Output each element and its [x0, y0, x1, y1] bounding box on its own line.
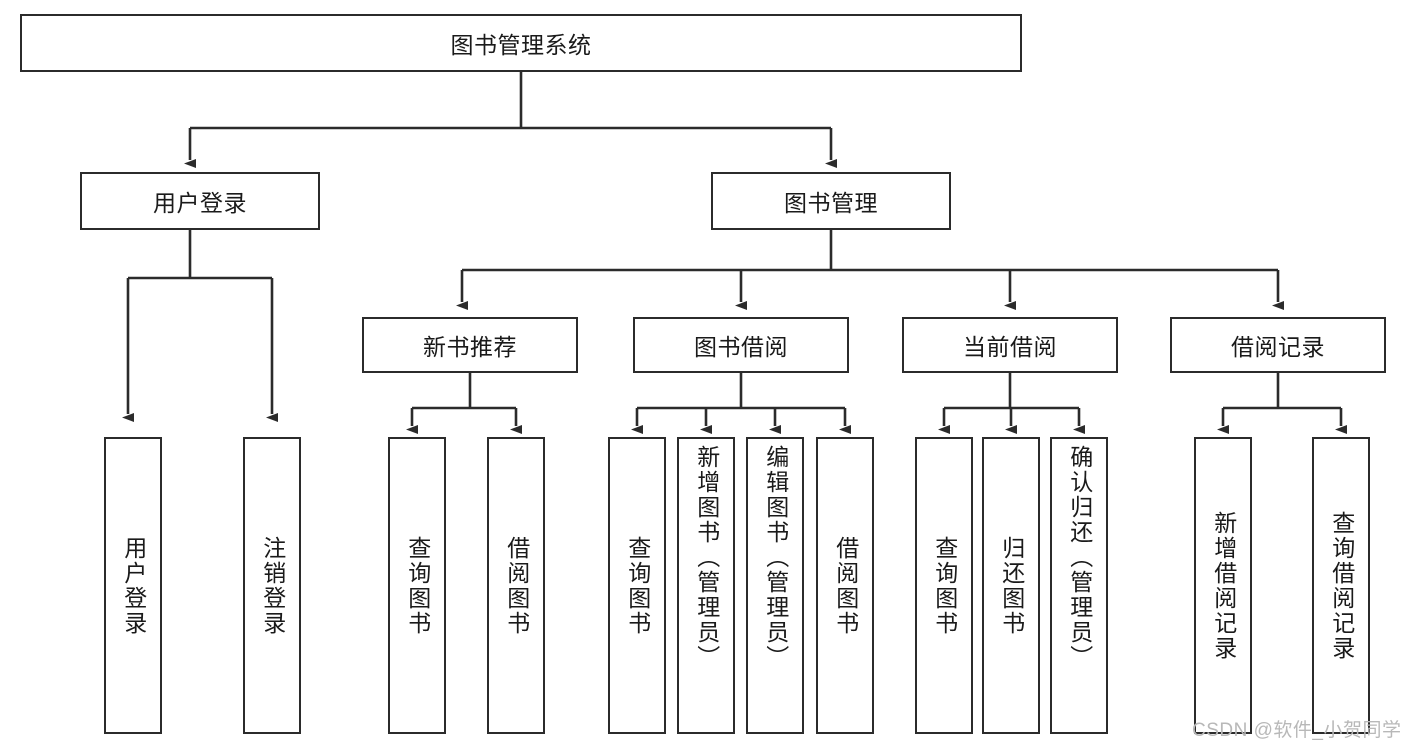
node-label: 查询借阅记录: [1328, 510, 1355, 661]
leaf-current-borrow-confirm-return[interactable]: 确认归还（管理员）: [1050, 437, 1108, 734]
leaf-book-borrow-edit[interactable]: 编辑图书（管理员）: [746, 437, 804, 734]
node-label: 图书借阅: [694, 334, 788, 360]
node-label: 借阅图书: [832, 535, 859, 636]
node-current-borrow[interactable]: 当前借阅: [902, 317, 1118, 373]
leaf-current-borrow-return[interactable]: 归还图书: [982, 437, 1040, 734]
node-book-borrow[interactable]: 图书借阅: [633, 317, 849, 373]
node-label: 新增借阅记录: [1210, 510, 1237, 661]
node-label: 查询图书: [931, 535, 958, 636]
node-label: 新增图书（管理员）: [693, 445, 720, 670]
node-label: 新书推荐: [423, 334, 517, 360]
node-new-book-recommend[interactable]: 新书推荐: [362, 317, 578, 373]
node-label: 借阅图书: [503, 535, 530, 636]
node-label: 注销登录: [259, 535, 286, 636]
node-user-login[interactable]: 用户登录: [80, 172, 320, 230]
node-label: 编辑图书（管理员）: [762, 445, 789, 670]
node-label: 图书管理系统: [450, 32, 592, 58]
node-label: 图书管理: [784, 190, 878, 216]
leaf-user-login-logout[interactable]: 注销登录: [243, 437, 301, 734]
node-label: 当前借阅: [963, 334, 1057, 360]
node-label: 归还图书: [998, 535, 1025, 636]
node-label: 用户登录: [120, 535, 147, 636]
node-label: 借阅记录: [1231, 334, 1325, 360]
leaf-borrow-record-query[interactable]: 查询借阅记录: [1312, 437, 1370, 734]
node-label: 查询图书: [624, 535, 651, 636]
node-label: 查询图书: [404, 535, 431, 636]
leaf-book-borrow-borrow[interactable]: 借阅图书: [816, 437, 874, 734]
leaf-new-book-query[interactable]: 查询图书: [388, 437, 446, 734]
node-label: 用户登录: [153, 190, 247, 216]
node-borrow-record[interactable]: 借阅记录: [1170, 317, 1386, 373]
leaf-user-login-login[interactable]: 用户登录: [104, 437, 162, 734]
node-book-management[interactable]: 图书管理: [711, 172, 951, 230]
leaf-borrow-record-add[interactable]: 新增借阅记录: [1194, 437, 1252, 734]
node-root-book-management-system[interactable]: 图书管理系统: [20, 14, 1022, 72]
node-label: 确认归还（管理员）: [1066, 445, 1093, 670]
leaf-book-borrow-query[interactable]: 查询图书: [608, 437, 666, 734]
leaf-book-borrow-add[interactable]: 新增图书（管理员）: [677, 437, 735, 734]
csdn-watermark: CSDN @软件_小贺同学: [1192, 720, 1402, 741]
leaf-current-borrow-query[interactable]: 查询图书: [915, 437, 973, 734]
leaf-new-book-borrow[interactable]: 借阅图书: [487, 437, 545, 734]
